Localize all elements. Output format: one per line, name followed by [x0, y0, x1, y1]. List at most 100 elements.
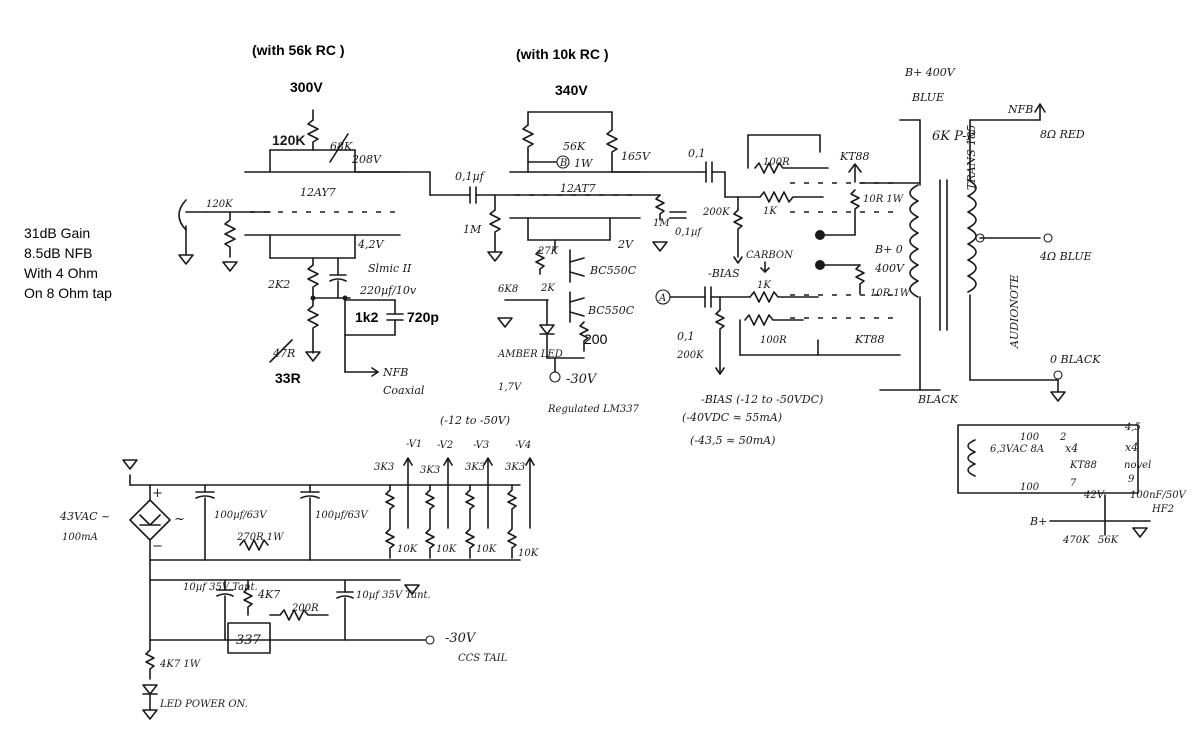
- heater-b-plus: B+: [1029, 515, 1047, 528]
- tap-8-ohm: 8Ω RED: [1040, 128, 1085, 141]
- led-voltage: 1,7V: [498, 382, 523, 393]
- ccs-resistor-value: 200: [584, 331, 608, 347]
- regulator-ic: [227, 622, 271, 654]
- screen-resistor-top-label: 100R: [763, 157, 790, 168]
- ac-input-label: 43VAC ~: [59, 510, 110, 523]
- black-wire-label: BLACK: [917, 393, 959, 406]
- ground-icon: [404, 584, 420, 595]
- bias-series-r-2: 3K3: [420, 465, 440, 476]
- ground-icon: [222, 261, 238, 272]
- heater-r1: 100: [1020, 432, 1040, 443]
- bias-series-r-3: 3K3: [465, 462, 485, 473]
- grid-resistor: [224, 211, 236, 258]
- nfb-resistor: [307, 297, 319, 354]
- bias-pot-2: 10K: [436, 544, 457, 555]
- heater-kt88-count: x4: [1065, 442, 1078, 455]
- power-tube-bottom-label: KT88: [854, 333, 885, 346]
- cathode-resistor-bottom-label: 10R 1W: [870, 288, 911, 299]
- screen-resistor-top: [754, 162, 829, 174]
- input-tube-label: 12AY7: [300, 186, 336, 199]
- anode-resistor-label: 120K: [272, 132, 305, 148]
- ground-icon: [497, 317, 513, 328]
- secondary-winding: [967, 179, 977, 293]
- heater-novel-count: x4: [1125, 441, 1138, 454]
- ground-icon: [178, 254, 194, 265]
- tap-note: On 8 Ohm tap: [24, 285, 112, 301]
- transistor-2-label: BC550C: [587, 304, 635, 317]
- ac-current-label: 100mA: [62, 532, 98, 543]
- bias-pot-4: 10K: [518, 548, 539, 559]
- grid-resistor-bottom-label: 200K: [676, 350, 704, 361]
- grid-resistor-top: [733, 209, 743, 258]
- cathode-cap-label: Slmic II: [368, 262, 412, 275]
- driver-cathode-cap-label: 0,1µf: [675, 227, 703, 238]
- cathode-resistor-top: [850, 189, 860, 215]
- output-stage: 0,1 1K 200K -BIAS CARBON 100R KT88 10R 1…: [655, 134, 911, 447]
- gain-note: 31dB Gain: [24, 225, 90, 241]
- anode-resistor: [307, 119, 319, 151]
- output-coupling-cap-top: 0,1: [688, 147, 706, 160]
- screen-resistor-bottom-label: 100R: [760, 335, 787, 346]
- ccs-supply-label: -30V: [566, 372, 598, 387]
- bias-pot-network: [385, 457, 535, 559]
- transistor-1-label: BC550C: [589, 264, 637, 277]
- led-icon: [539, 324, 555, 335]
- node-b-label: B: [559, 158, 567, 169]
- input-rc-note: (with 56k RC ): [252, 42, 345, 58]
- bias-range-label: (-12 to -50V): [440, 414, 510, 427]
- bias-pot-3: 10K: [476, 544, 497, 555]
- b-plus-top-label: B+ 400V: [904, 66, 956, 79]
- heater-pin-2: 2: [1059, 432, 1066, 443]
- heater-winding: [967, 439, 976, 477]
- led-label: AMBER LED: [497, 349, 563, 360]
- driver-anode-resistor-a: [522, 124, 534, 153]
- bias-series-r-4: 3K3: [505, 462, 525, 473]
- ccs-resistor-6k8-label: 6K8: [498, 284, 518, 295]
- power-led-icon: [142, 684, 158, 695]
- struck-resistor-label: 68K: [330, 140, 353, 153]
- bias-setting-1: (-40VDC ≈ 55mA): [682, 411, 782, 424]
- driver-stage: 0,1µf 1M 12AT7 B 56K 1W 165V 2V 1M: [429, 111, 703, 415]
- heater-pin-9: 9: [1128, 474, 1135, 485]
- power-tube-top-label: KT88: [839, 150, 870, 163]
- reg-resistor-200r-label: 200R: [291, 603, 319, 614]
- bias-label: -BIAS: [708, 267, 740, 280]
- led-resistor: [145, 639, 155, 680]
- ground-icon: [122, 459, 138, 470]
- bias-output-1: -V1: [406, 439, 422, 450]
- grid-stopper-top-label: 1K: [763, 206, 777, 217]
- heater-novel-label: novel: [1124, 460, 1151, 471]
- heater-hf: HF2: [1151, 504, 1174, 515]
- regulator-note: Regulated LM337: [547, 404, 640, 415]
- input-stage: 120K 12AY7 120K 68K 208V 4,2V 2K2 Slmic …: [178, 109, 431, 397]
- transformer-nfb-label: NFB: [1007, 103, 1033, 116]
- bias-supply: + − 43VAC ~ 100mA ~ 100µf/63V 100µf/63V …: [59, 414, 539, 720]
- bias-output-2: -V2: [437, 440, 453, 451]
- filter-resistor-label: 270R 1W: [236, 532, 284, 543]
- ccs-resistor-2k-label: 2K: [540, 283, 555, 294]
- typed-annotations: (with 56k RC ) 300V (with 10k RC ) 340V …: [24, 42, 609, 386]
- heater-r3: 470K: [1062, 535, 1090, 546]
- heater-kt88-label: KT88: [1069, 460, 1097, 471]
- reg-resistor-4k7: [243, 579, 253, 616]
- driver-grid-resistor-label: 1M: [463, 223, 482, 236]
- bias-pot-1: 10K: [397, 544, 418, 555]
- power-led-label: LED POWER ON.: [159, 699, 248, 710]
- ccs-tail-note: CCS TAIL: [458, 653, 508, 664]
- reg-resistor-4k7-label: 4K7: [257, 588, 280, 601]
- b-plus-voltage: 400V: [874, 262, 905, 275]
- nfb-rc-cap: 720p: [407, 309, 439, 325]
- bias-range-note: -BIAS (-12 to -50VDC): [701, 393, 823, 406]
- driver-anode-voltage: 165V: [621, 150, 651, 163]
- bias-output-3: -V3: [473, 440, 489, 451]
- cathode-resistor-label: 2K2: [267, 278, 290, 291]
- transformer-primary-label: 6K P-P: [932, 129, 976, 144]
- bias-setting-2: (-43,5 ≈ 50mA): [690, 434, 775, 447]
- driver-voltage: 340V: [555, 82, 588, 98]
- transformer-name: TRANS 185: [965, 125, 978, 190]
- node-b-marker: [556, 155, 570, 169]
- ccs-resistor-27k: [535, 249, 545, 275]
- driver-bias-resistor: [655, 194, 665, 221]
- nfb-cable-label: Coaxial: [383, 384, 425, 397]
- tant-cap-2-label: 10µf 35V Tant.: [356, 590, 431, 601]
